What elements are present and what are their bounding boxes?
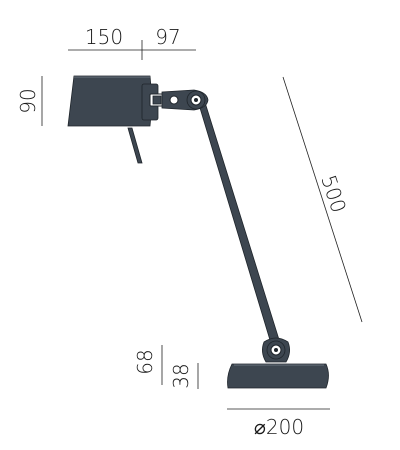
upper-knob-center (194, 98, 198, 102)
arm-length-dimension: 500 (282, 76, 363, 323)
diameter-symbol: ⌀ (254, 415, 266, 439)
base-diameter-label: ⌀200 (254, 415, 304, 439)
linkage-pivot (169, 95, 179, 105)
lamp (67, 75, 329, 389)
lower-knob-center (274, 348, 278, 352)
base-diameter-dimension: ⌀200 (227, 408, 330, 439)
shade-width-label: 150 (85, 25, 123, 49)
joint-height-dimension: 68 (133, 345, 163, 385)
joint-height-label: 68 (133, 349, 157, 374)
base-height-label: 38 (169, 363, 193, 388)
arm-length-label: 500 (316, 172, 351, 216)
base-height-dimension: 38 (169, 363, 199, 389)
lamp-shade (67, 75, 152, 127)
base-diameter-value: 200 (266, 415, 304, 439)
arm-length-line (282, 76, 363, 323)
top-dimension: 150 97 (68, 25, 196, 60)
shade-height-label: 90 (16, 88, 40, 113)
shade-connector-inner (152, 95, 162, 105)
shade-height-dimension: 90 (16, 76, 43, 126)
lamp-base (227, 363, 329, 389)
shade-stub (127, 127, 143, 164)
lamp-arm (196, 95, 282, 351)
arm-offset-label: 97 (155, 25, 180, 49)
